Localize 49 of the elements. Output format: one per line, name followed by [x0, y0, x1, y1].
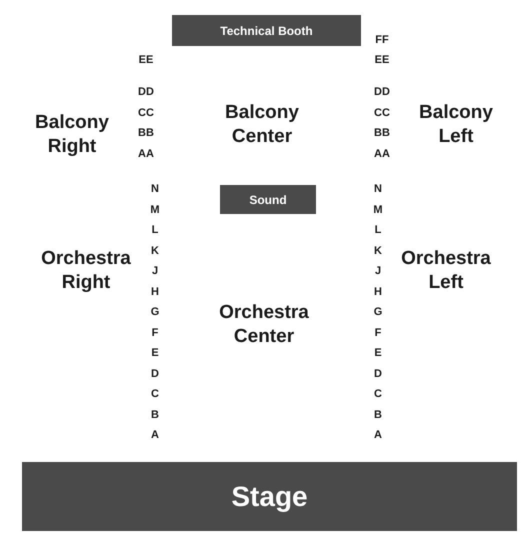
row-label: N	[374, 183, 382, 195]
row-label: EE	[138, 54, 154, 66]
row-label: DD	[138, 86, 154, 98]
section-label: Orchestra Center	[218, 301, 310, 349]
stage-label: Stage	[231, 480, 308, 512]
row-label: BB	[374, 127, 390, 139]
sound-booth-bar	[220, 185, 316, 214]
row-label: K	[151, 244, 159, 256]
row-label: B	[374, 408, 382, 420]
section-label: Balcony Center	[224, 101, 300, 149]
row-label: E	[151, 347, 159, 359]
row-label: A	[151, 429, 159, 441]
row-label: K	[374, 244, 382, 256]
row-label: E	[374, 347, 382, 359]
row-label: J	[152, 265, 158, 277]
section-label: Balcony Left	[418, 101, 494, 149]
row-label: G	[150, 306, 160, 318]
row-label: AA	[374, 148, 390, 160]
booth-bar	[172, 15, 361, 46]
section-label: Orchestra Left	[400, 247, 492, 295]
row-label: D	[151, 368, 159, 380]
row-label: H	[374, 286, 382, 298]
row-label: A	[374, 429, 382, 441]
row-label: BB	[138, 127, 154, 139]
row-label: C	[374, 388, 382, 400]
row-label: FF	[375, 34, 389, 46]
row-label: L	[152, 224, 158, 236]
section-label: Technical Booth	[220, 24, 313, 38]
row-label: DD	[374, 86, 390, 98]
row-label: CC	[374, 107, 390, 119]
stage-bar	[22, 462, 517, 531]
row-label: EE	[374, 54, 390, 66]
row-label: D	[374, 368, 382, 380]
row-label: J	[374, 265, 382, 277]
section-label: Balcony Right	[34, 111, 110, 159]
row-label: C	[151, 388, 159, 400]
row-label: L	[374, 224, 382, 236]
row-label: G	[374, 306, 382, 318]
section-label: Orchestra Right	[40, 247, 132, 295]
row-label: M	[373, 204, 383, 216]
row-label: F	[374, 326, 382, 338]
row-label: B	[151, 408, 159, 420]
row-label: M	[150, 204, 160, 216]
row-label: F	[152, 326, 158, 338]
row-label: AA	[138, 148, 154, 160]
section-label: Sound	[249, 192, 287, 206]
row-label: H	[151, 286, 159, 298]
row-label: N	[151, 183, 159, 195]
row-label: CC	[138, 107, 154, 119]
